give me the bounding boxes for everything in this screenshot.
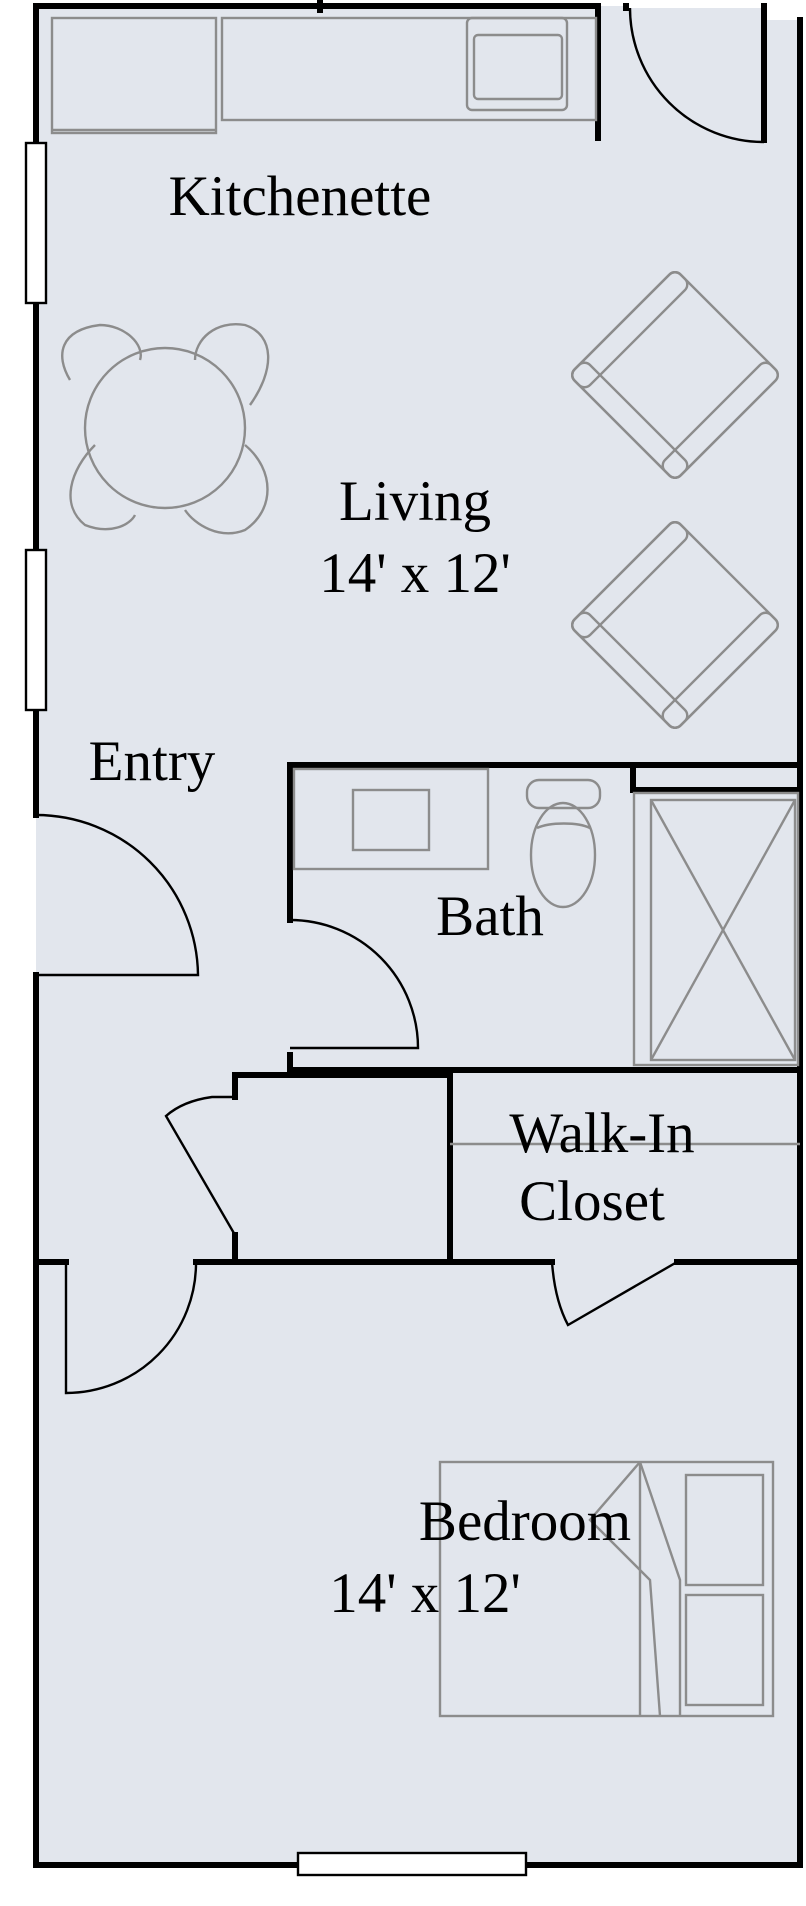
- bedroom-door: [64, 1261, 198, 1395]
- living-window: [24, 548, 48, 712]
- kitchenette-label: Kitchenette: [169, 165, 432, 228]
- walk-in-closet-door: [550, 1260, 678, 1327]
- bath-walls: [287, 762, 803, 1078]
- armchair-lower: [571, 521, 779, 729]
- kitchenette-door: [628, 7, 766, 144]
- kitchen-counter: [50, 16, 598, 135]
- closet-door: [164, 1095, 237, 1236]
- armchair-upper: [571, 271, 779, 479]
- entry-label: Entry: [89, 730, 216, 793]
- walk-in-closet-label-line2: Closet: [519, 1170, 665, 1233]
- entry-door: [35, 813, 200, 977]
- walk-in-closet-label-line1: Walk-In: [509, 1102, 694, 1165]
- closet-walls: [232, 1067, 453, 1265]
- bed: [438, 1460, 775, 1718]
- bedroom-label: Bedroom: [419, 1490, 631, 1553]
- toilet: [525, 778, 602, 909]
- bedroom-size: 14' x 12': [329, 1562, 521, 1625]
- bedroom-window: [296, 1851, 528, 1877]
- bath-vanity: [292, 767, 490, 871]
- living-label: Living: [339, 470, 491, 533]
- kitchen-sink: [465, 16, 569, 112]
- floor-area: [36, 6, 800, 1865]
- shower: [632, 791, 800, 1067]
- bath-door: [289, 918, 420, 1050]
- kitchenette-window: [24, 141, 48, 305]
- dining-table: [61, 323, 270, 535]
- living-size: 14' x 12': [319, 542, 511, 605]
- bath-label: Bath: [436, 885, 544, 948]
